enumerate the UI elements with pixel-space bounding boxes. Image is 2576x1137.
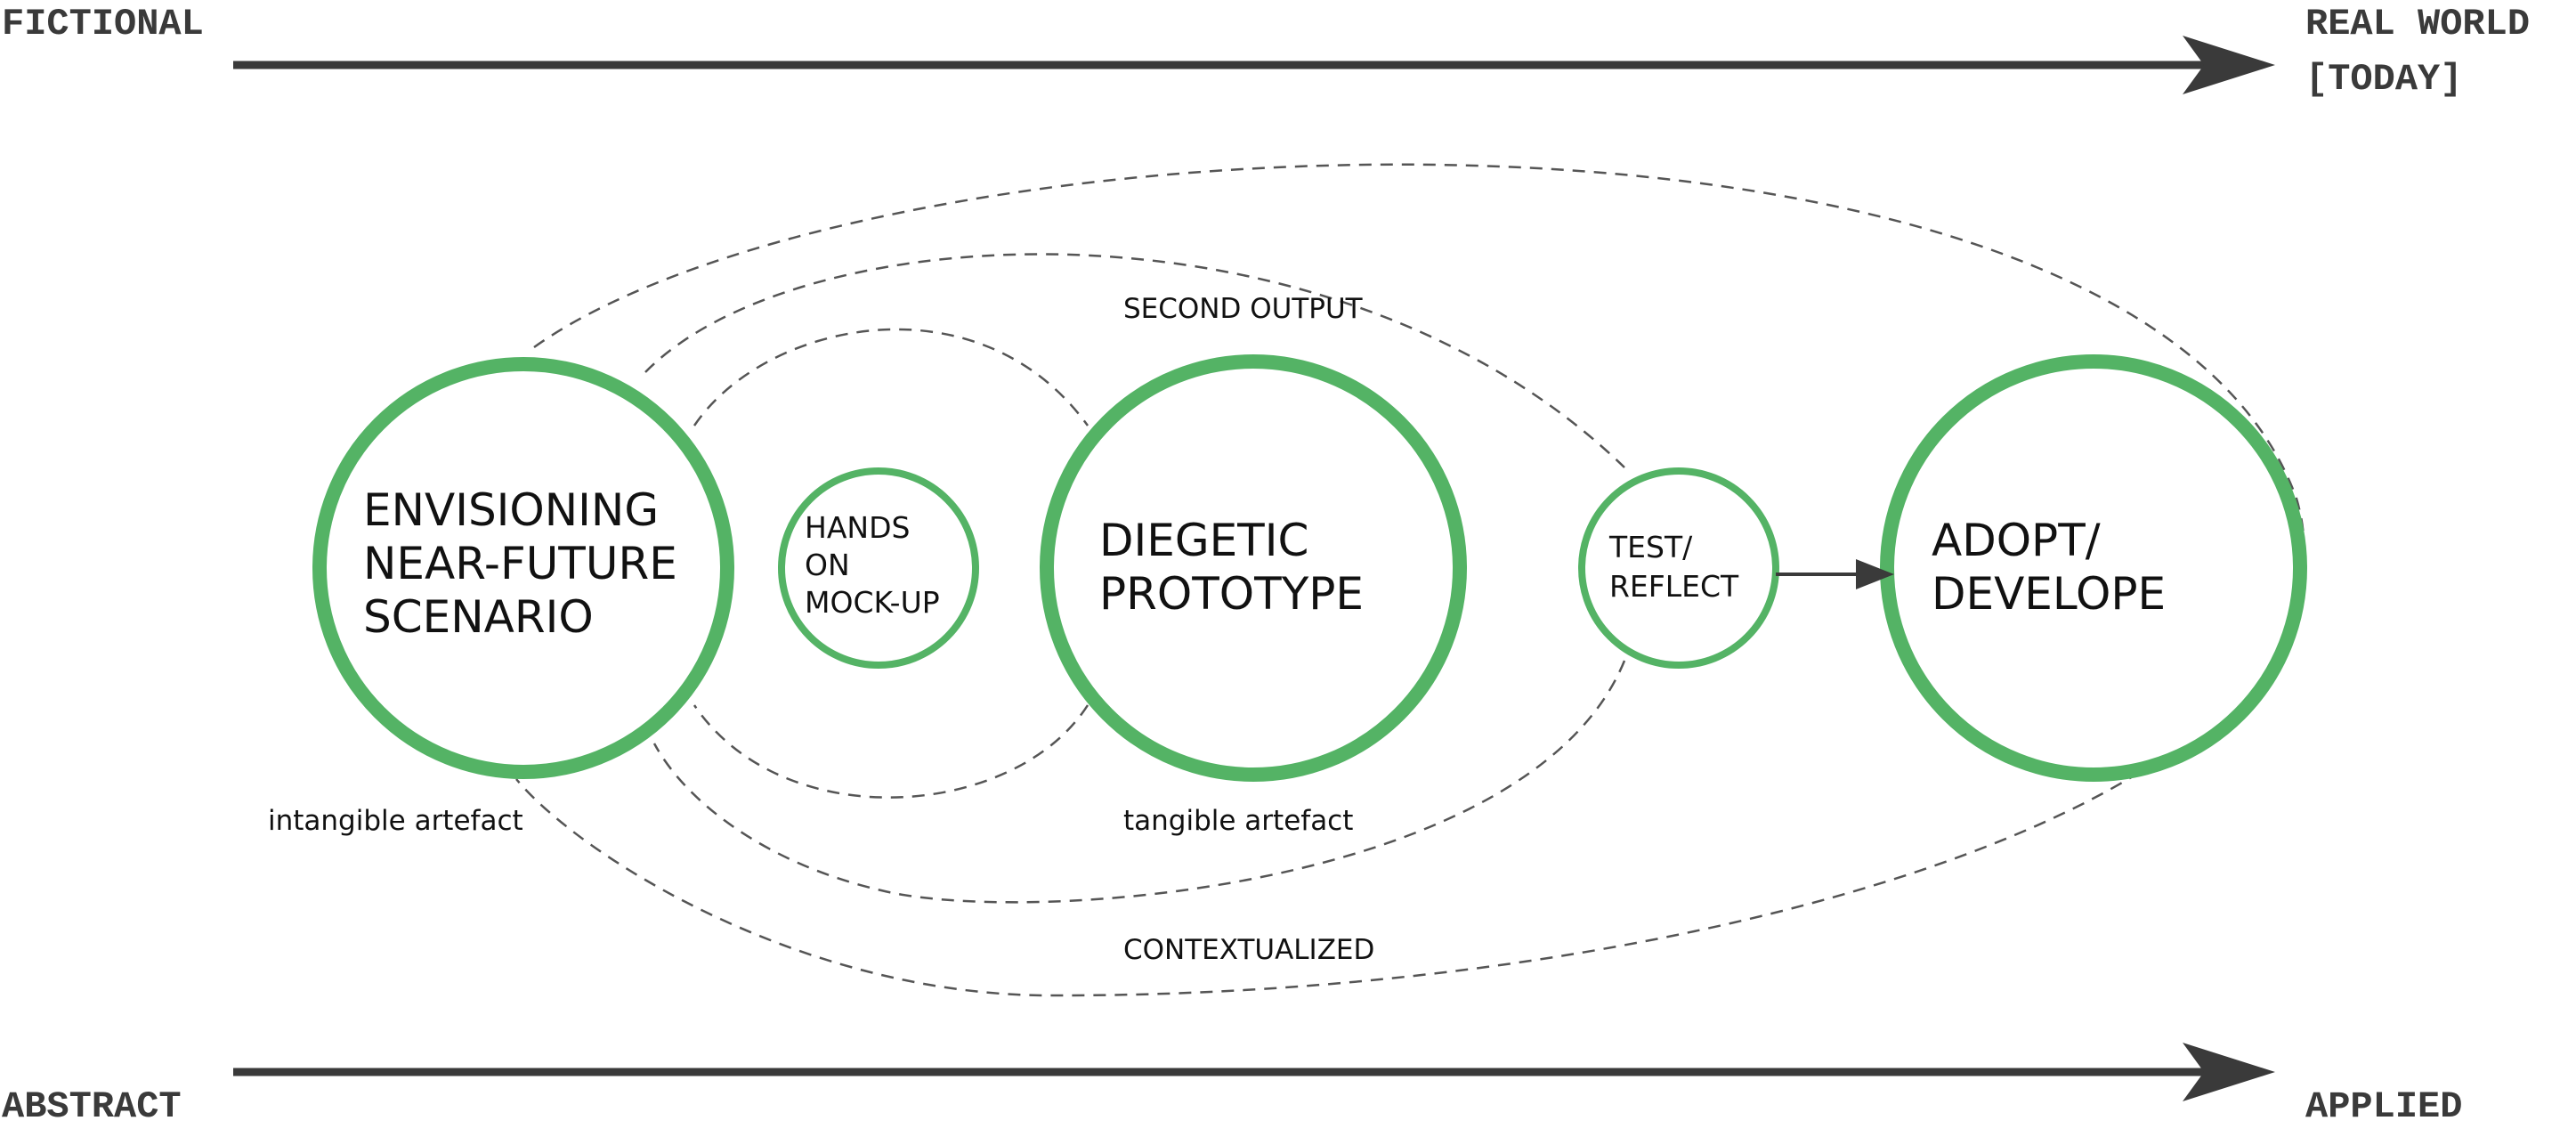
middle-second-output-loop — [644, 253, 1626, 904]
fictional-label: FICTIONAL — [2, 3, 204, 45]
envisioning-text: ENVISIONING NEAR-FUTURE SCENARIO — [363, 484, 677, 643]
top-axis-arrowhead — [2183, 36, 2275, 94]
hands-on-line-2: ON — [805, 548, 850, 582]
diegetic-circle — [1040, 354, 1467, 782]
applied-label: APPLIED — [2305, 1085, 2462, 1128]
adopt-line-1: ADOPT/ — [1932, 515, 2101, 566]
test-reflect-line-2: REFLECT — [1609, 569, 1739, 604]
diegetic-line-1: DIEGETIC — [1099, 515, 1308, 566]
bottom-axis: ABSTRACT APPLIED — [2, 1043, 2462, 1128]
adopt-circle — [1880, 354, 2307, 782]
envisioning-circle — [312, 357, 734, 779]
real-world-label: REAL WORLD — [2305, 3, 2530, 45]
loop-labels: SECOND OUTPUT intangible artefact tangib… — [268, 293, 1374, 966]
process-nodes — [312, 354, 2307, 782]
top-axis: FICTIONAL REAL WORLD [TODAY] — [2, 3, 2530, 101]
test-reflect-text: TEST/ REFLECT — [1608, 530, 1739, 604]
hands-on-circle — [778, 467, 979, 669]
adopt-line-2: DEVELOPE — [1932, 568, 2166, 620]
intangible-artefact-label: intangible artefact — [268, 805, 523, 837]
abstract-label: ABSTRACT — [2, 1085, 182, 1128]
today-label: [TODAY] — [2305, 58, 2462, 101]
connector-arrowhead — [1856, 559, 1894, 589]
test-reflect-circle — [1578, 467, 1779, 669]
test-to-adopt-arrow — [1776, 559, 1894, 589]
envisioning-line-1: ENVISIONING — [363, 484, 659, 536]
adopt-text: ADOPT/ DEVELOPE — [1932, 515, 2166, 620]
diegetic-line-2: PROTOTYPE — [1099, 568, 1364, 620]
diegetic-text: DIEGETIC PROTOTYPE — [1099, 515, 1364, 620]
second-output-label: SECOND OUTPUT — [1123, 293, 1364, 325]
bottom-axis-arrowhead — [2183, 1043, 2275, 1101]
tangible-artefact-label: tangible artefact — [1123, 805, 1353, 837]
hands-on-line-3: MOCK-UP — [805, 585, 940, 620]
hands-on-line-1: HANDS — [805, 510, 910, 545]
envisioning-line-2: NEAR-FUTURE — [363, 538, 677, 589]
inner-hands-on-loop — [693, 328, 1090, 799]
hands-on-text: HANDS ON MOCK-UP — [805, 510, 940, 620]
test-reflect-line-1: TEST/ — [1608, 530, 1693, 564]
envisioning-line-3: SCENARIO — [363, 591, 594, 643]
contextualized-label: CONTEXTUALIZED — [1123, 934, 1374, 966]
